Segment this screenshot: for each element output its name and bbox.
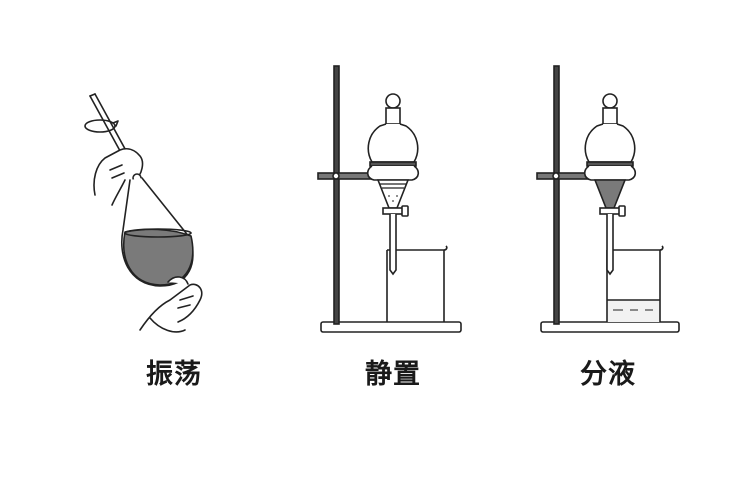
- stand-base: [320, 321, 462, 333]
- separatory-funnel: [583, 93, 637, 276]
- separatory-funnel-tilted: [121, 177, 194, 287]
- lower-hand: [139, 276, 203, 333]
- upper-hand: [93, 148, 144, 206]
- stand-base: [540, 321, 680, 333]
- step-label-separating: 分液: [580, 359, 636, 390]
- rotation-arrow-icon: [84, 119, 119, 133]
- beaker-with-liquid: [606, 245, 664, 322]
- stand-rod: [333, 65, 340, 325]
- separating-illustration: [536, 65, 680, 333]
- step-label-shaking: 振荡: [146, 359, 202, 390]
- clamp-arm: [536, 172, 591, 180]
- clamp-arm: [317, 172, 371, 180]
- separatory-funnel: [366, 93, 420, 276]
- stand-rod: [553, 65, 560, 325]
- settling-illustration: [317, 65, 462, 333]
- step-label-settling: 静置: [365, 359, 421, 390]
- beaker: [386, 245, 448, 322]
- shaking-illustration: [84, 93, 203, 333]
